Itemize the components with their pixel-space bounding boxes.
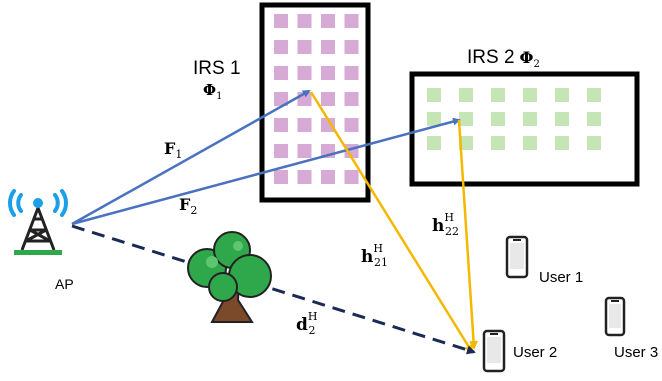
f1-link <box>71 89 311 226</box>
irs2-element-grid <box>427 88 601 150</box>
irs1-element <box>344 170 359 184</box>
irs1-element <box>297 66 312 80</box>
tree-icon <box>187 231 272 323</box>
irs2-element <box>427 88 441 102</box>
irs2-element <box>459 88 473 102</box>
irs2-element <box>427 112 441 126</box>
irs1-element <box>344 118 359 132</box>
irs1-element <box>297 118 312 132</box>
irs1-element <box>274 170 288 184</box>
irs1-element-grid <box>274 14 359 184</box>
irs1-element <box>297 40 312 54</box>
irs1-phase-label: Φ1 <box>203 81 222 102</box>
user3-label: User 3 <box>614 344 658 361</box>
irs1-element <box>321 118 335 132</box>
irs2-element <box>491 112 505 126</box>
ap-label: AP <box>55 276 74 292</box>
irs1-element <box>274 92 288 106</box>
user1-label: User 1 <box>539 269 583 286</box>
h21-link <box>309 91 474 354</box>
irs2-panel <box>409 71 640 187</box>
irs1-element <box>321 170 335 184</box>
f1-label: F1 <box>164 139 182 161</box>
antenna-tower-icon <box>8 189 68 255</box>
irs2-element <box>523 112 537 126</box>
irs2-element <box>587 112 601 126</box>
irs1-element <box>274 40 288 54</box>
irs2-element <box>555 88 569 102</box>
irs1-element <box>321 92 335 106</box>
irs1-element <box>297 170 312 184</box>
user2-label: User 2 <box>513 344 557 361</box>
irs1-element <box>274 144 288 158</box>
h22-link <box>457 119 479 350</box>
smartphone-icon <box>604 296 626 337</box>
irs2-element <box>491 88 505 102</box>
irs2-element <box>523 136 537 150</box>
irs1-element <box>274 66 288 80</box>
irs2-element <box>491 136 505 150</box>
irs1-element <box>344 66 359 80</box>
irs1-panel <box>259 2 371 203</box>
irs1-element <box>344 40 359 54</box>
irs1-title: IRS 1 <box>193 58 241 79</box>
irs2-element <box>459 136 473 150</box>
smartphone-icon <box>505 235 529 279</box>
irs2-element <box>459 112 473 126</box>
f2-label: F2 <box>179 195 197 217</box>
irs1-element <box>321 14 335 28</box>
smartphone-icon <box>482 329 506 373</box>
f2-link <box>71 117 461 226</box>
irs2-element <box>427 136 441 150</box>
irs1-element <box>274 118 288 132</box>
irs1-element <box>274 14 288 28</box>
irs2-element <box>555 112 569 126</box>
irs2-element <box>587 136 601 150</box>
irs1-element <box>344 14 359 28</box>
irs1-element <box>321 66 335 80</box>
irs1-element <box>297 14 312 28</box>
irs2-element <box>587 88 601 102</box>
irs2-element <box>523 88 537 102</box>
irs1-element <box>344 92 359 106</box>
d2-direct-link <box>71 224 476 355</box>
irs2-element <box>555 136 569 150</box>
irs1-element <box>297 144 312 158</box>
irs1-element <box>321 40 335 54</box>
